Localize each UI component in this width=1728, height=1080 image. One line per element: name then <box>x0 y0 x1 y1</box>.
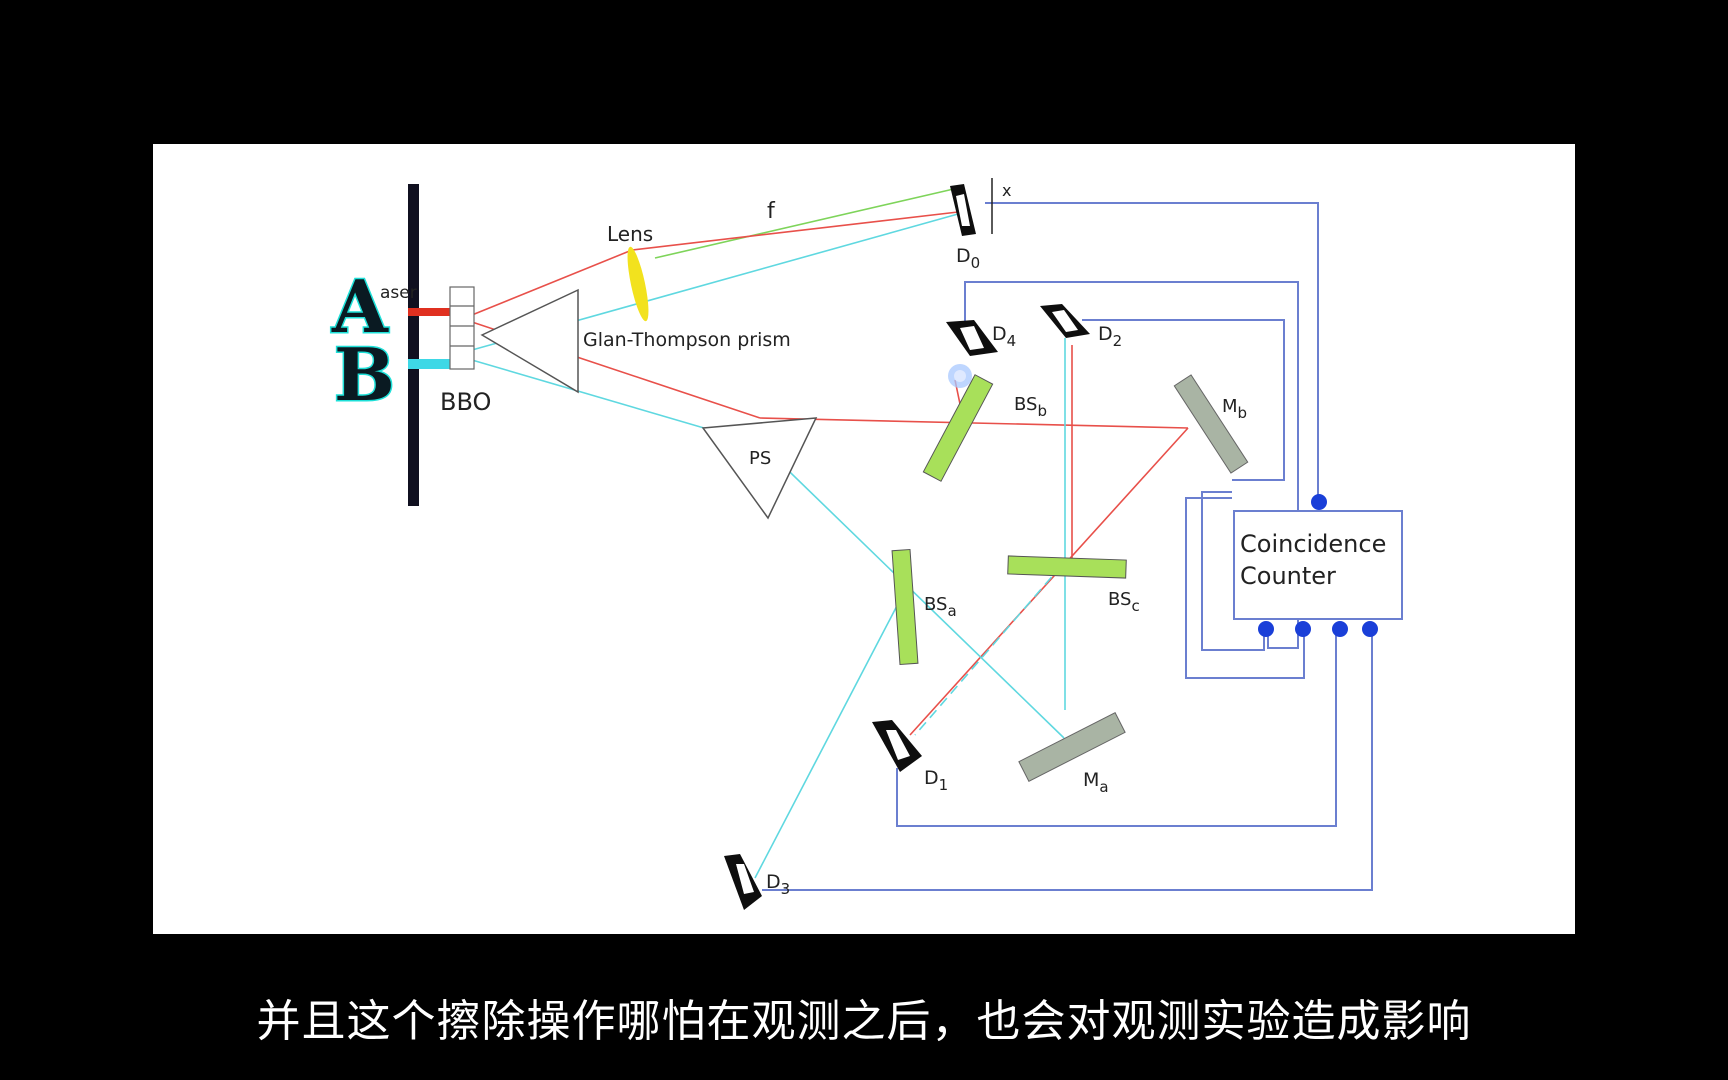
port-3 <box>1332 621 1348 637</box>
label-d4: D4 <box>992 323 1016 350</box>
label-laser: aser <box>380 283 417 303</box>
wire-d2 <box>1082 319 1285 481</box>
label-d1: D1 <box>924 767 948 794</box>
label-bsb: BSb <box>1014 394 1047 420</box>
wire-d4 <box>964 281 1299 649</box>
label-d0: D0 <box>956 245 980 272</box>
counter-ports <box>1258 494 1378 637</box>
detector-d2-icon <box>1040 304 1090 338</box>
wire-d1 <box>896 630 1337 827</box>
port-4 <box>1362 621 1378 637</box>
label-bsa: BSa <box>924 594 957 620</box>
ps-prism <box>701 417 818 520</box>
label-bsc: BSc <box>1108 589 1140 615</box>
beams <box>471 187 1189 879</box>
label-a: A <box>331 264 389 349</box>
detector-d0-icon <box>950 184 976 236</box>
video-subtitle: 并且这个擦除操作哪怕在观测之后，也会对观测实验造成影响 <box>256 996 1472 1047</box>
wire-d0 <box>985 202 1319 502</box>
label-mb: Mb <box>1222 396 1247 422</box>
label-b: B <box>334 332 395 417</box>
coincidence-counter <box>1233 510 1403 620</box>
detector-d1-icon <box>872 720 922 772</box>
label-d2: D2 <box>1098 323 1122 350</box>
label-lens: Lens <box>607 222 653 246</box>
mirror-mb <box>1173 374 1249 474</box>
label-ps: PS <box>749 448 771 469</box>
beam-splitter-bsb <box>922 374 994 482</box>
mirror-ma <box>1018 712 1126 782</box>
lens <box>627 246 649 322</box>
label-f: f <box>767 199 776 224</box>
wire-d3 <box>762 630 1373 891</box>
beam-splitter-bsa <box>891 548 919 666</box>
bbo-crystal <box>449 286 475 370</box>
counter-label-1: Coincidence <box>1240 530 1386 558</box>
glan-thompson-prism <box>480 288 579 394</box>
wire-bsb <box>1201 491 1265 651</box>
label-bbo: BBO <box>440 388 491 416</box>
port-1 <box>1258 621 1274 637</box>
counter-label-2: Counter <box>1240 562 1336 590</box>
port-top <box>1311 494 1327 510</box>
wire-loop <box>1185 497 1305 679</box>
label-d3: D3 <box>766 871 790 898</box>
label-x: x <box>1002 181 1011 200</box>
port-2 <box>1295 621 1311 637</box>
detector-d3-icon <box>724 854 762 910</box>
beam-splitter-bsc <box>1007 555 1127 579</box>
wires <box>762 202 1373 891</box>
label-ma: Ma <box>1083 769 1109 796</box>
green-beam <box>654 187 959 259</box>
laser-plate <box>408 184 419 506</box>
label-prism: Glan-Thompson prism <box>583 329 791 351</box>
detector-d4-icon <box>946 320 998 356</box>
